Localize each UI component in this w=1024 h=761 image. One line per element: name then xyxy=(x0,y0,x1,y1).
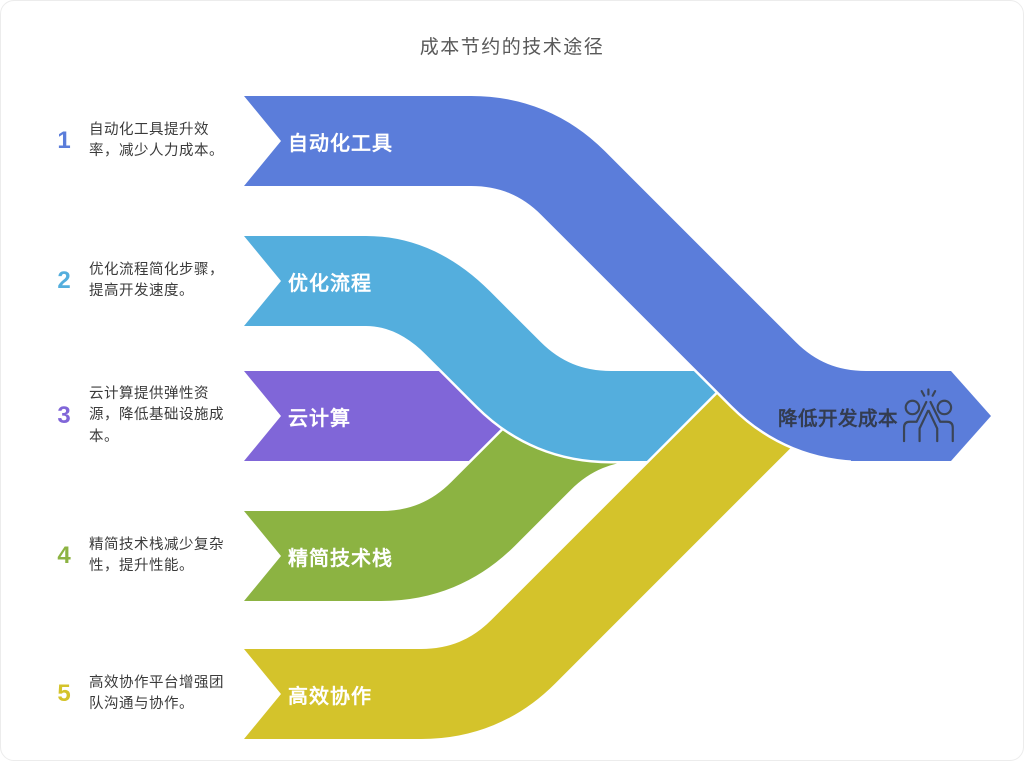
ribbon-label-automation: 自动化工具 xyxy=(288,132,393,155)
step-number: 1 xyxy=(57,127,71,154)
ribbon-shape xyxy=(244,511,361,601)
step-description: 自动化工具提升效 率，减少人力成本。 xyxy=(89,121,224,160)
step-row-3: 3 云计算提供弹性资 源，降低基础设施成 本。 xyxy=(47,371,247,461)
spark-left xyxy=(920,390,926,397)
ribbon-label-tech-stack: 精简技术栈 xyxy=(288,547,393,570)
ribbon-label-collaboration: 高效协作 xyxy=(288,685,372,708)
right-person-body xyxy=(929,400,954,443)
left-person-body xyxy=(902,400,928,443)
right-person-head xyxy=(936,399,953,416)
ribbon-label-cloud-computing: 云计算 xyxy=(288,407,351,430)
ribbon-shape xyxy=(244,236,361,326)
ribbon-label-optimized-process: 优化流程 xyxy=(288,272,372,295)
step-number: 4 xyxy=(57,542,71,569)
page-title: 成本节约的技术途径 xyxy=(419,37,605,58)
ribbon-shape xyxy=(244,649,361,739)
ribbon-automation-result-arrow xyxy=(238,93,995,464)
ribbon-optimized-process xyxy=(238,233,721,464)
step-number: 2 xyxy=(57,267,71,294)
step-number: 3 xyxy=(57,402,71,429)
step-row-1: 1 自动化工具提升效 率，减少人力成本。 xyxy=(47,96,247,186)
left-person-arm xyxy=(918,409,930,443)
step-row-5: 5 高效协作平台增强团 队沟通与协作。 xyxy=(47,649,247,739)
ribbon-flow xyxy=(301,96,881,461)
step-row-4: 4 精简技术栈减少复杂 性，提升性能。 xyxy=(47,511,247,601)
ribbon-flow xyxy=(301,377,798,739)
step-description: 优化流程简化步骤， 提高开发速度。 xyxy=(89,261,224,300)
ribbon-shape xyxy=(244,96,361,186)
ribbon-flow xyxy=(301,236,721,461)
step-description: 云计算提供弹性资 源，降低基础设施成 本。 xyxy=(89,385,224,445)
step-row-2: 2 优化流程简化步骤， 提高开发速度。 xyxy=(47,236,247,326)
high-five-icon xyxy=(902,388,954,443)
spark-right xyxy=(931,390,937,397)
step-number: 5 xyxy=(57,680,71,707)
step-description: 精简技术栈减少复杂 性，提升性能。 xyxy=(89,536,224,575)
result-arrowhead xyxy=(851,371,991,461)
right-person-arm xyxy=(927,409,939,443)
ribbon-collaboration xyxy=(238,375,800,742)
result-label: 降低开发成本 xyxy=(778,407,899,430)
step-description: 高效协作平台增强团 队沟通与协作。 xyxy=(89,674,224,713)
left-person-head xyxy=(904,399,921,416)
